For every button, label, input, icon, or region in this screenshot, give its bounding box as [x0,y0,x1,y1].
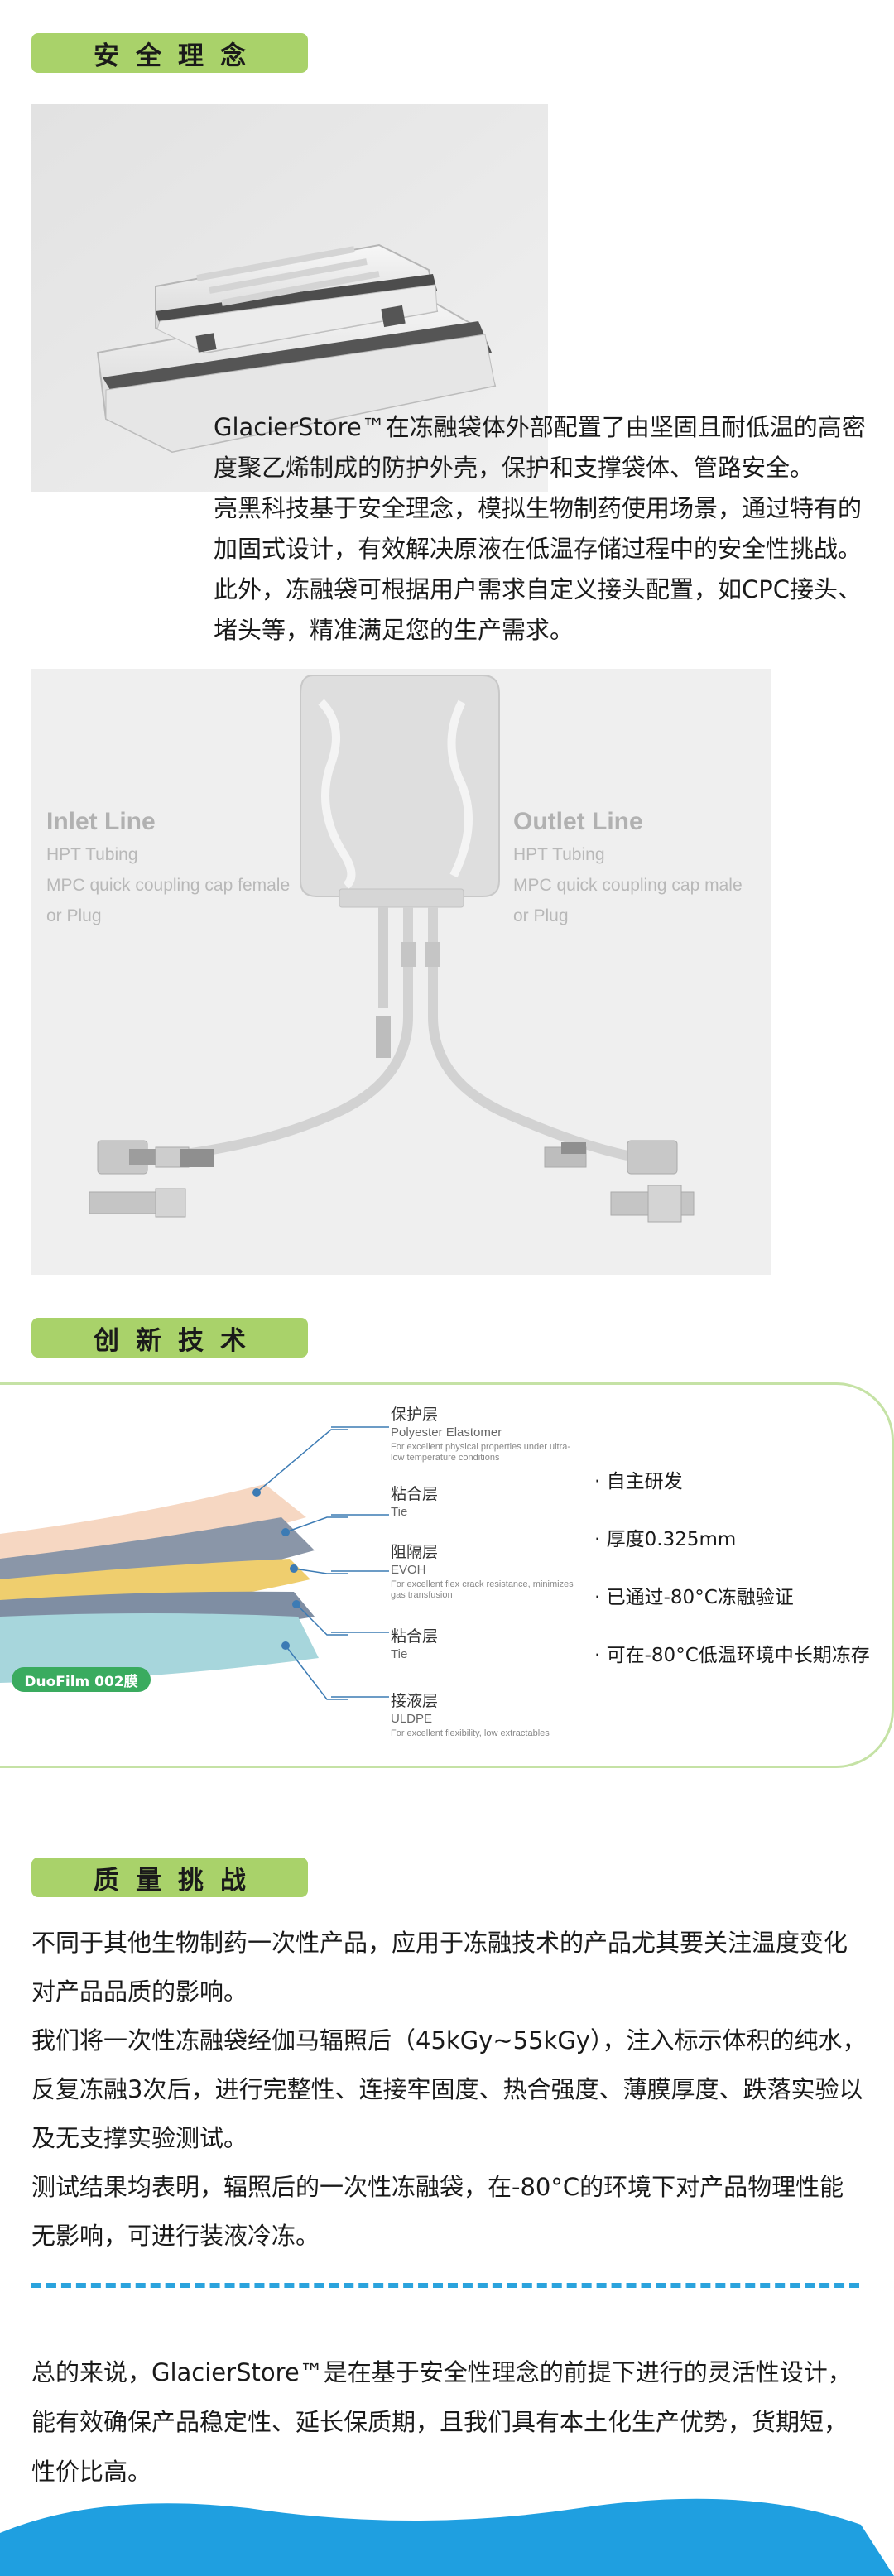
summary-text: 总的来说，GlacierStore™是在基于安全性理念的前提下进行的灵活性设计，… [31,2358,852,2486]
storage-case-photo [31,104,548,492]
layer-3-description: For excellent flex crack resistance, min… [391,1579,574,1600]
feature-thickness: · 厚度0.325mm [594,1529,737,1550]
layer-1-name: 保护层 [391,1406,439,1424]
quality-text: 不同于其他生物制药一次性产品，应用于冻融技术的产品尤其要关注温度变化对产品品质的… [31,1919,868,2261]
safety-paragraph-3: 此外，冻融袋可根据用户需求自定义接头配置，如CPC接头、堵头等，精准满足您的生产… [214,575,862,644]
inlet-detail-1: HPT Tubing [46,845,138,864]
film-structure-panel [0,1382,894,1768]
layer-4-name: 粘合层 [391,1627,439,1646]
outlet-detail-1: HPT Tubing [513,845,605,864]
outlet-detail-3: or Plug [513,906,569,925]
feature-in-house: · 自主研发 [594,1471,683,1492]
feature-validated: · 已通过-80°C冻融验证 [594,1587,794,1608]
quality-paragraph-2: 我们将一次性冻融袋经伽马辐照后（45kGy~55kGy），注入标示体积的纯水，反… [31,2026,867,2152]
layer-1-material: Polyester Elastomer [391,1425,502,1439]
layer-3-name: 阻隔层 [391,1543,439,1561]
safety-intro-text: GlacierStore™在冻融袋体外部配置了由坚固且耐低温的高密度聚乙烯制成的… [214,407,876,651]
feature-long-term-storage: · 可在-80°C低温环境中长期冻存 [594,1645,870,1666]
layer-1-description: For excellent physical properties under … [391,1442,571,1463]
quality-paragraph-3: 测试结果均表明，辐照后的一次性冻融袋，在-80°C的环境下对产品物理性能无影响，… [31,2173,844,2250]
outlet-line-title: Outlet Line [513,808,643,835]
inlet-detail-2: MPC quick coupling cap female [46,876,291,895]
film-name-badge: DuoFilm 002膜 [12,1667,151,1692]
layer-3-material: EVOH [391,1563,426,1577]
layer-2-material: Tie [391,1505,408,1519]
section-heading-quality: 质量挑战 [31,1858,308,1897]
outlet-line-details: HPT Tubing MPC quick coupling cap male o… [513,839,743,931]
inlet-line-title: Inlet Line [46,808,156,835]
layer-2-name: 粘合层 [391,1485,439,1503]
inlet-detail-3: or Plug [46,906,102,925]
inlet-line-details: HPT Tubing MPC quick coupling cap female… [46,839,290,931]
outlet-detail-2: MPC quick coupling cap male [513,876,743,895]
section-heading-innovation: 创新技术 [31,1318,308,1358]
bottom-wave-decoration [0,2498,894,2576]
safety-paragraph-1: GlacierStore™在冻融袋体外部配置了由坚固且耐低温的高密度聚乙烯制成的… [214,413,866,482]
dashed-divider [31,2283,859,2288]
layer-4-material: Tie [391,1647,408,1661]
layer-5-material: ULDPE [391,1712,433,1726]
layer-5-description: For excellent flexibility, low extractab… [391,1728,550,1738]
safety-paragraph-2: 亮黑科技基于安全理念，模拟生物制药使用场景，通过特有的加固式设计，有效解决原液在… [214,494,863,563]
layer-5-name: 接液层 [391,1692,439,1710]
layer-pointer-extensions [331,1426,389,1698]
quality-paragraph-1: 不同于其他生物制药一次性产品，应用于冻融技术的产品尤其要关注温度变化对产品品质的… [31,1929,848,2006]
bag-connector-diagram: Inlet Line HPT Tubing MPC quick coupling… [31,669,771,1275]
section-heading-safety: 安全理念 [31,33,308,73]
